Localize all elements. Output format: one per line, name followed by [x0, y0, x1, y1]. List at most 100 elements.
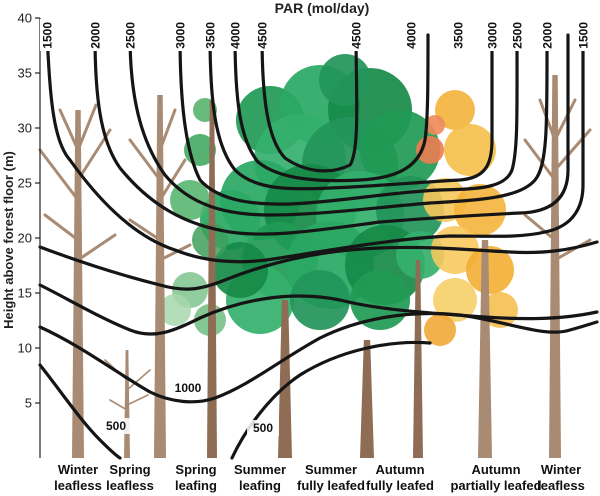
category-label-line1: Winter	[541, 462, 581, 477]
summer-leafing-trunk	[278, 300, 292, 458]
isoline-2000-lower	[38, 240, 599, 291]
isoline-top-label: 2500	[124, 22, 138, 49]
tree-branch	[43, 213, 80, 242]
isoline-500-right	[230, 340, 432, 460]
isoline-label-bg	[349, 19, 363, 51]
y-tick-label: 5	[25, 396, 32, 411]
autumn-trunk	[413, 260, 423, 458]
summer-foliage	[360, 110, 440, 190]
autumn-foliage	[435, 90, 475, 130]
isoline-500-left	[38, 363, 122, 460]
isoline-3500-left	[208, 33, 494, 191]
isoline-top-label: 2000	[541, 22, 555, 49]
isoline-label-bg	[40, 19, 54, 51]
isoline-top-label: 4500	[256, 22, 270, 49]
autumn-foliage	[466, 246, 514, 294]
isoline-4000-left	[233, 33, 430, 183]
isoline-top-label: 3000	[486, 22, 500, 49]
winter-tree-trunk-right	[549, 75, 561, 458]
tree-branch	[76, 103, 98, 152]
summer-foliage	[319, 54, 371, 106]
summer-trunk	[360, 340, 374, 458]
y-axis-label: Height above forest floor (m)	[1, 151, 16, 329]
tree-branch	[158, 158, 187, 202]
tree-branch	[523, 138, 557, 182]
y-tick-label: 35	[18, 66, 32, 81]
category-label-line1: Spring	[175, 462, 216, 477]
winter-tree-trunk	[72, 110, 84, 458]
y-tick-label: 20	[18, 231, 32, 246]
isoline-label-bg	[173, 19, 187, 51]
isoline-label-bg	[255, 19, 269, 51]
category-label-line2: leafing	[239, 478, 281, 493]
y-tick-label: 30	[18, 121, 32, 136]
tree-branch	[109, 399, 128, 411]
autumn-foliage	[433, 278, 477, 322]
tree-branch	[523, 213, 557, 242]
isoline-label-bg	[172, 380, 204, 396]
spring-tree-trunk	[154, 95, 166, 458]
tree-branch	[128, 218, 162, 242]
isoline-label-bg	[485, 19, 499, 51]
category-label-line2: fully leafed	[297, 478, 365, 493]
tree-branch	[38, 148, 80, 202]
isoline-label-bg	[203, 19, 217, 51]
tree-branch	[126, 394, 149, 406]
isoline-1000	[38, 312, 599, 404]
category-label-line1: Winter	[58, 462, 98, 477]
isoline-inner-label: 500	[253, 421, 273, 435]
isoline-label-bg	[228, 19, 242, 51]
tree-branch	[158, 108, 177, 152]
summer-foliage	[396, 231, 444, 279]
isoline-top-label: 4000	[405, 22, 419, 49]
isoline-top-label: 2500	[511, 22, 525, 49]
y-tick-label: 10	[18, 341, 32, 356]
isoline-1500-lower	[38, 283, 599, 336]
category-label-line2: partially leafed	[450, 478, 541, 493]
isoline-top-label: 4000	[229, 22, 243, 49]
isoline-4500	[260, 33, 359, 173]
category-label-line2: leafless	[54, 478, 102, 493]
category-label-line1: Summer	[234, 462, 286, 477]
par-isolines	[38, 33, 599, 460]
category-label-line2: leafless	[106, 478, 154, 493]
season-categories: WinterleaflessSpringleaflessSpringleafin…	[54, 462, 585, 493]
category-label-line2: fully leafed	[366, 478, 434, 493]
isoline-top-label: 3000	[174, 22, 188, 49]
isoline-label-bg	[576, 19, 590, 51]
isoline-inner-label: 1000	[175, 381, 202, 395]
isoline-label-bg	[510, 19, 524, 51]
isoline-2500-left	[128, 33, 549, 217]
category-label-line2: leafless	[537, 478, 585, 493]
isoline-label-bg	[100, 418, 132, 434]
spring-foliage	[159, 294, 191, 326]
tree-branch	[553, 128, 592, 172]
isoline-label-bg	[247, 420, 279, 436]
isoline-top-label: 1500	[577, 22, 591, 49]
category-label-line2: leafing	[175, 478, 217, 493]
tree-branch	[76, 233, 117, 262]
tree-branch	[158, 243, 192, 262]
isoline-2000-left	[93, 33, 570, 236]
isoline-label-bg	[540, 19, 554, 51]
isoline-top-label: 2000	[89, 22, 103, 49]
tree-branch	[126, 369, 151, 391]
category-label-line1: Summer	[305, 462, 357, 477]
isoline-label-bg	[404, 19, 418, 51]
tree-branch	[128, 138, 162, 182]
autumn-foliage	[424, 314, 456, 346]
isoline-label-bg	[88, 19, 102, 51]
isoline-1500-left	[45, 33, 585, 264]
tree-branch	[553, 238, 592, 262]
isoline-3000-left	[178, 33, 519, 206]
isoline-top-label: 3500	[204, 22, 218, 49]
tree-branch	[553, 98, 577, 142]
category-label-line1: Autumn	[471, 462, 520, 477]
category-label-line1: Autumn	[375, 462, 424, 477]
autumn-foliage	[444, 124, 496, 176]
isoline-top-label: 1500	[41, 22, 55, 49]
isoline-top-label: 4500	[350, 22, 364, 49]
